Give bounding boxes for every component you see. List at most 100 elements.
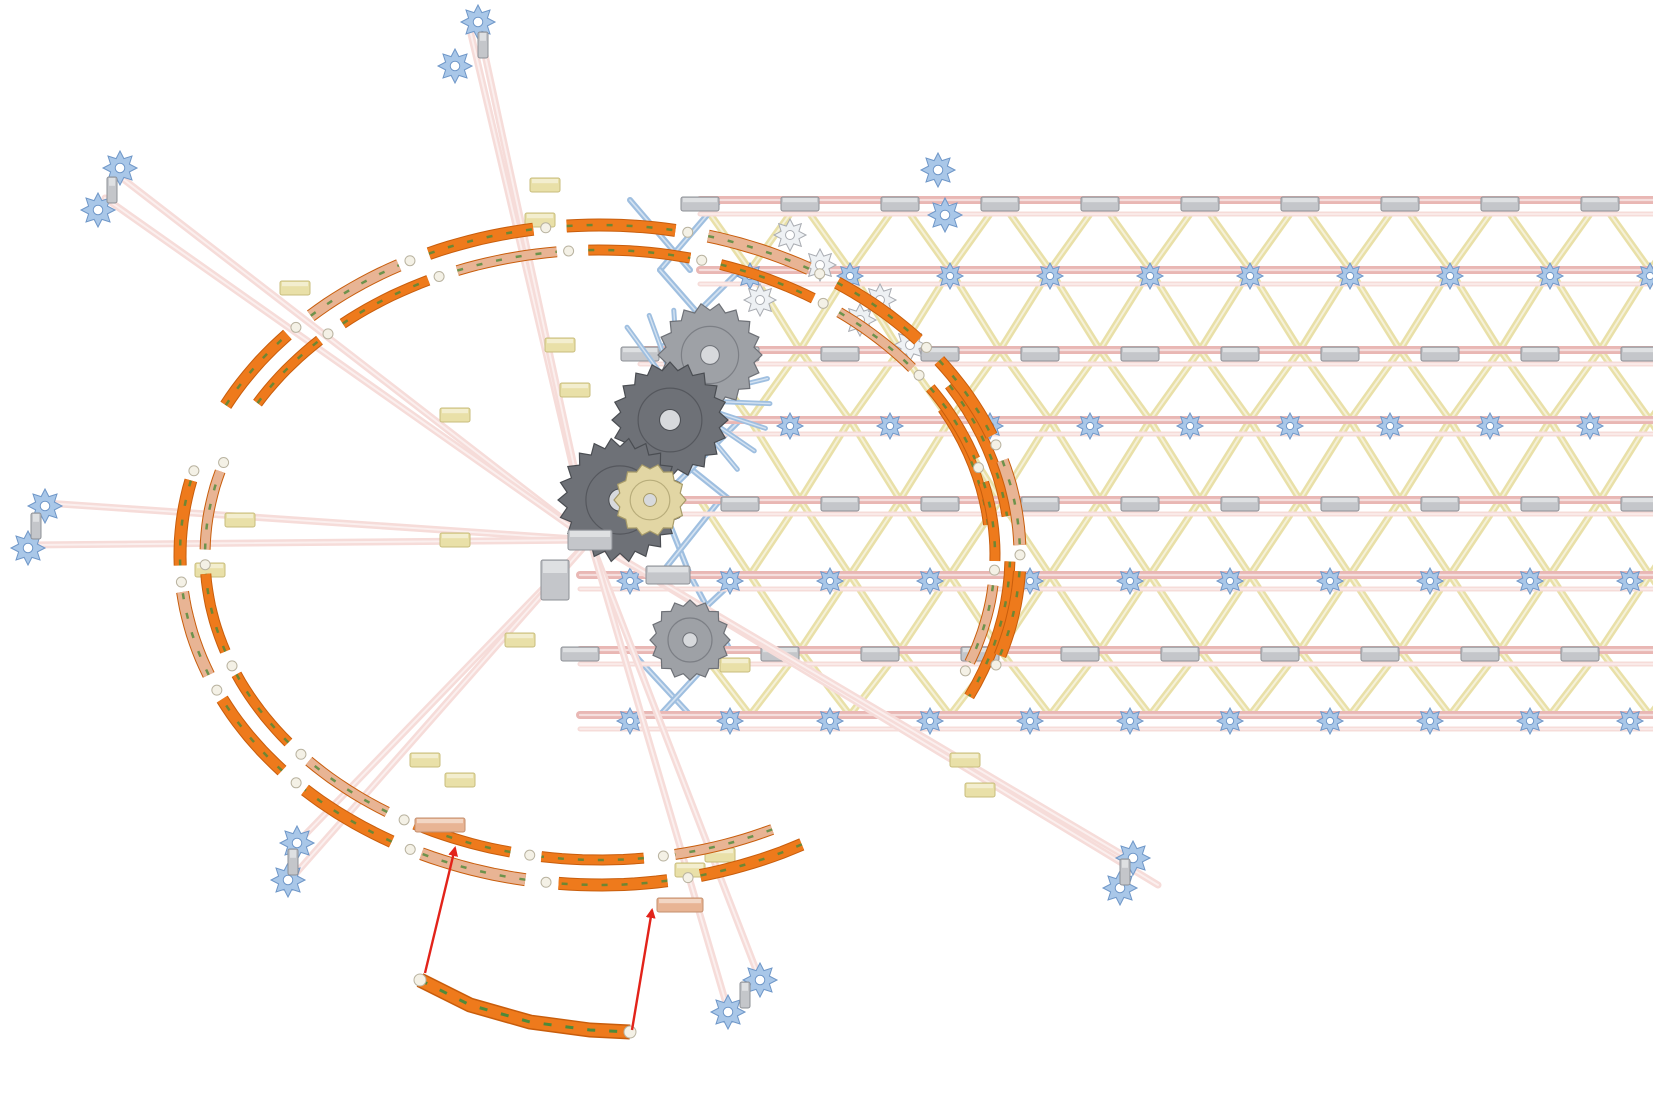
track-pin <box>540 222 552 234</box>
truss-node-connector <box>1560 646 1600 662</box>
truss-hub-connector <box>1535 261 1565 291</box>
spoke-mid-connector <box>529 177 561 193</box>
spoke-mid-connector <box>409 752 441 768</box>
truss-hub-connector <box>1215 566 1245 596</box>
truss-hub-connector <box>1175 411 1205 441</box>
spoke-end-link <box>30 512 42 540</box>
truss-hub-connector <box>1135 261 1165 291</box>
truss-diagonal <box>1096 646 1154 719</box>
truss-node-connector <box>860 646 900 662</box>
truss-hub-connector <box>1015 706 1045 736</box>
spoke-end-cap <box>919 151 957 189</box>
track-pin <box>959 665 971 677</box>
spoke-rod <box>586 536 732 1014</box>
track-segment-outer <box>934 356 998 439</box>
detached-segment-pin-right <box>623 1025 637 1039</box>
truss-node-connector <box>1080 196 1120 212</box>
truss-hub-connector <box>915 706 945 736</box>
track-pin <box>199 559 211 571</box>
detached-segment-body <box>417 974 631 1038</box>
truss-diagonal <box>896 646 954 719</box>
truss-hub-connector <box>1575 411 1605 441</box>
truss-node-connector <box>1060 646 1100 662</box>
track-pin <box>696 254 708 266</box>
truss-diagonal <box>996 646 1054 719</box>
track-pin <box>990 439 1002 451</box>
track-pin <box>682 872 694 884</box>
tower-truss <box>560 196 1653 736</box>
spoke-end-link <box>287 848 299 876</box>
truss-node-connector <box>1620 346 1653 362</box>
track-segment-outer <box>306 259 402 321</box>
truss-hub-connector <box>1315 566 1345 596</box>
truss-hub-connector <box>715 566 745 596</box>
track-pin <box>989 564 1001 576</box>
track-segment-inner <box>253 335 323 407</box>
truss-node-connector <box>1360 646 1400 662</box>
truss-hub-connector <box>615 566 645 596</box>
truss-hub-connector <box>615 706 645 736</box>
spoke-mid-connector <box>504 632 536 648</box>
spoke-end-link <box>477 31 489 59</box>
truss-node-connector <box>1580 196 1620 212</box>
truss-diagonal <box>1046 571 1104 654</box>
truss-node-connector <box>820 346 860 362</box>
truss-node-connector <box>1120 346 1160 362</box>
truss-hub-connector <box>875 411 905 441</box>
spoke-end-cap <box>79 191 117 229</box>
track-segment-inner <box>964 584 999 665</box>
track-pin <box>433 270 445 282</box>
track-segment-outer <box>834 277 923 345</box>
truss-diagonal <box>1196 646 1254 719</box>
truss-hub-connector <box>1115 706 1145 736</box>
track-pin <box>990 659 1002 671</box>
white-star-connector <box>772 217 808 253</box>
track-pin <box>1014 549 1026 561</box>
spoke-rod <box>114 171 594 544</box>
truss-node-connector <box>1520 496 1560 512</box>
track-segment-inner <box>200 573 231 654</box>
ring-slot-right <box>656 897 704 913</box>
truss-diagonal <box>1546 571 1604 654</box>
spoke-mid-connector <box>559 382 591 398</box>
truss-hub-connector <box>775 411 805 441</box>
truss-node-connector <box>1420 346 1460 362</box>
spoke-mid-connector <box>719 657 751 673</box>
truss-hub-connector <box>815 566 845 596</box>
truss-node-connector <box>880 196 920 212</box>
truss-hub-connector <box>715 706 745 736</box>
truss-hub-connector <box>1315 706 1345 736</box>
truss-hub-connector <box>1415 566 1445 596</box>
spoke-end-cap <box>709 993 747 1031</box>
track-segment-outer <box>993 570 1026 658</box>
track-segment-inner <box>588 244 692 264</box>
spoke-end-link <box>1119 858 1131 886</box>
track-pin <box>920 341 932 353</box>
truss-node-connector <box>1220 496 1260 512</box>
truss-node-connector <box>560 646 600 662</box>
spoke-end-cap <box>741 961 779 999</box>
track-segment-outer <box>996 458 1027 546</box>
track-pin <box>563 245 575 257</box>
truss-hub-connector <box>935 261 965 291</box>
spoke-rod <box>586 536 1132 862</box>
track-segment-inner <box>978 480 1001 562</box>
hub-gear-lower <box>649 599 731 681</box>
track-segment-outer <box>566 218 677 237</box>
truss-node-connector <box>1260 646 1300 662</box>
track-pin <box>175 576 187 588</box>
truss-diagonal <box>846 571 904 654</box>
track-pin <box>540 876 552 888</box>
truss-hub-connector <box>1415 706 1445 736</box>
spoke-end-cap <box>436 47 474 85</box>
hub-assembly <box>540 302 773 681</box>
track-pin <box>814 268 826 280</box>
truss-node-connector <box>920 496 960 512</box>
truss-hub-connector <box>1035 261 1065 291</box>
spoke-rod <box>101 194 594 544</box>
truss-diagonal <box>1146 571 1204 654</box>
white-star-connector <box>802 247 838 283</box>
truss-hub-connector <box>1615 706 1645 736</box>
